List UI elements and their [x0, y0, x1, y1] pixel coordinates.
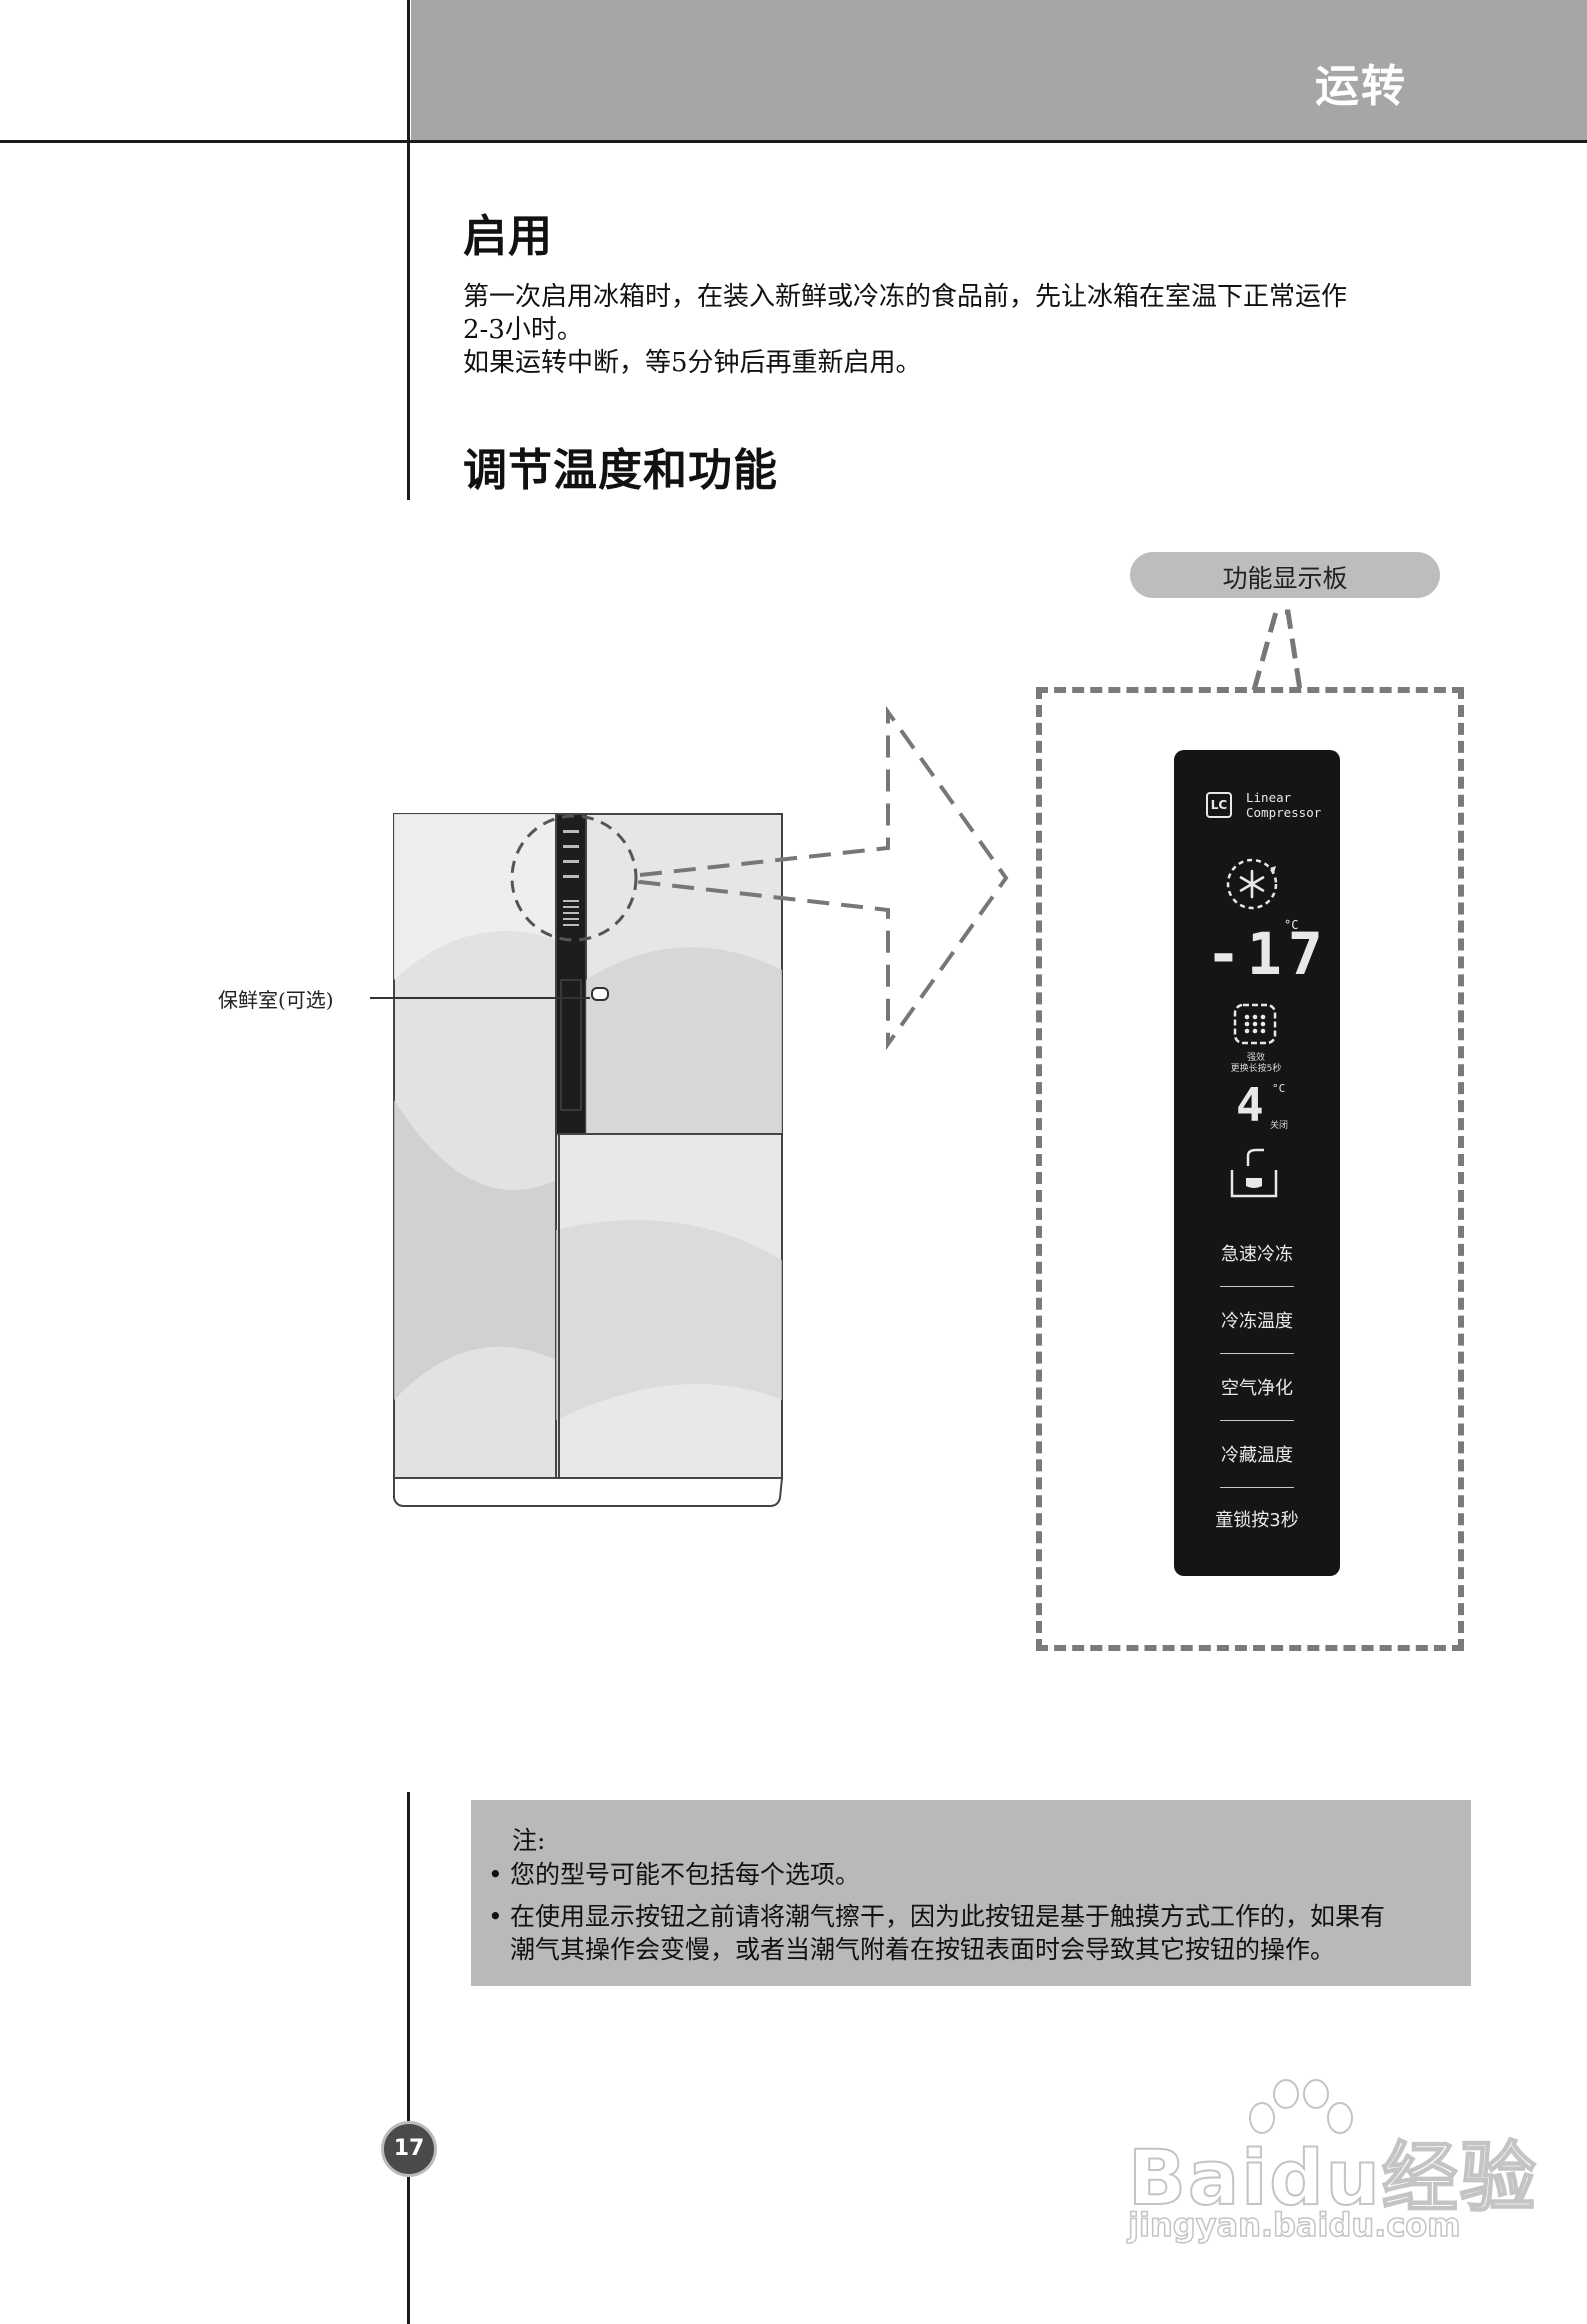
brand-text: Linear Compressor	[1246, 790, 1321, 820]
zoom-arrow	[638, 705, 1009, 1051]
note-bullet: •	[488, 1860, 503, 1889]
note-item-1: 您的型号可能不包括每个选项。	[510, 1860, 861, 1889]
note-bullet: •	[488, 1902, 503, 1931]
panel-divider	[1220, 1353, 1294, 1354]
header-band	[411, 0, 1587, 140]
brand-line-1: Linear	[1246, 790, 1292, 805]
refrigerator-illustration	[393, 813, 784, 1507]
quick-freeze-button[interactable]: 急速冷冻	[1221, 1244, 1293, 1265]
startup-line-1: 第一次启用冰箱时，在装入新鲜或冷冻的食品前，先让冰箱在室温下正常运作	[463, 282, 1348, 312]
page-number: 17	[384, 2124, 434, 2174]
zoom-dashed-box	[1036, 687, 1464, 1651]
section-title: 运转	[1315, 61, 1407, 112]
startup-line-2: 2-3小时。	[463, 315, 583, 345]
margin-rule-top	[407, 0, 410, 500]
air-purify-button[interactable]: 空气净化	[1221, 1378, 1293, 1399]
startup-paragraph: 第一次启用冰箱时，在装入新鲜或冷冻的食品前，先让冰箱在室温下正常运作 2-3小时…	[463, 281, 1503, 380]
header-rule	[0, 140, 1587, 143]
water-dispenser-icon	[1230, 1148, 1278, 1198]
callout-label: 功能显示板	[1222, 564, 1348, 593]
fresh-room-label: 保鲜室(可选)	[218, 988, 334, 1012]
fridge-temp-display: 4	[1236, 1078, 1264, 1132]
freezer-temp-button[interactable]: 冷冻温度	[1221, 1311, 1293, 1332]
snowflake-cycle-icon	[1226, 858, 1278, 910]
air-strong-label: 强效	[1246, 1053, 1265, 1063]
brand-line-2: Compressor	[1246, 805, 1322, 820]
callout-pointer	[1251, 609, 1303, 691]
note-item-2: 在使用显示按钮之前请将潮气擦干，因为此按钮是基于触摸方式工作的，如果有	[510, 1902, 1386, 1931]
heading-startup: 启用	[463, 211, 553, 262]
freezer-temp-unit: °C	[1284, 918, 1299, 932]
watermark-brand: Baidu经验	[1127, 2132, 1538, 2223]
freezer-temp-display: -17	[1206, 920, 1329, 988]
label-leader-line	[370, 997, 590, 999]
callout-pill	[1130, 552, 1440, 598]
startup-line-3: 如果运转中断，等5分钟后再重新启用。	[463, 348, 922, 378]
air-filter-icon	[1233, 1003, 1277, 1045]
watermark-url: jingyan.baidu.com	[1127, 2205, 1461, 2245]
child-lock-button[interactable]: 童锁按3秒	[1215, 1510, 1299, 1531]
heading-temperature: 调节温度和功能	[463, 445, 778, 496]
fridge-temp-button[interactable]: 冷藏温度	[1221, 1445, 1293, 1466]
note-title: 注:	[512, 1826, 546, 1855]
panel-divider	[1220, 1286, 1294, 1287]
air-replace-label: 更换长按5秒	[1230, 1064, 1282, 1074]
note-box	[471, 1800, 1471, 1986]
panel-divider	[1220, 1420, 1294, 1421]
panel-divider	[1220, 1487, 1294, 1488]
fridge-temp-unit: °C	[1272, 1082, 1286, 1095]
lc-badge: LC	[1206, 792, 1232, 818]
paw-icon	[1249, 2079, 1353, 2134]
note-item-2-cont: 潮气其操作会变慢，或者当潮气附着在按钮表面时会导致其它按钮的操作。	[510, 1935, 1336, 1964]
fridge-off-label: 关闭	[1269, 1121, 1288, 1131]
margin-rule-bottom	[407, 1792, 410, 2324]
